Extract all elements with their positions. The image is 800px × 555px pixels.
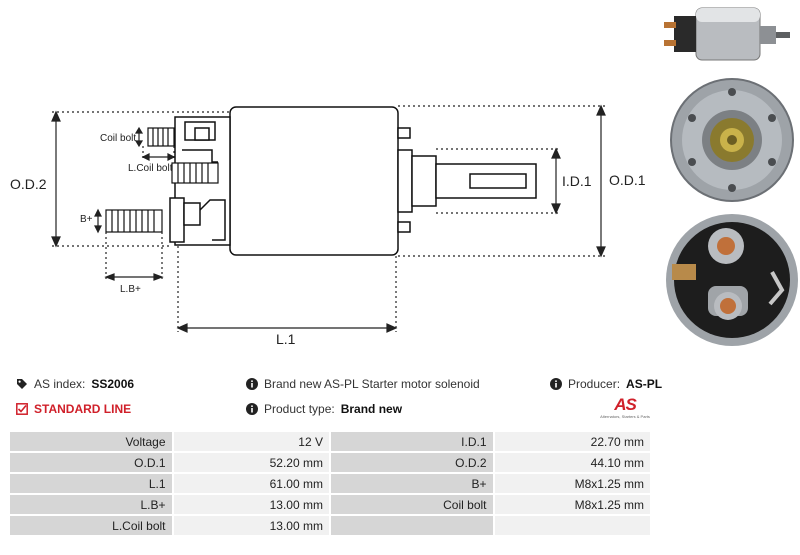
product-type-label: Product type: (264, 402, 335, 416)
tag-icon (17, 379, 27, 389)
spec-label: B+ (330, 474, 493, 493)
product-type-value: Brand new (340, 402, 403, 416)
description-line: Brand new AS-PL Starter motor solenoid (246, 377, 480, 391)
producer-label: Producer: (568, 377, 621, 391)
od1-label: O.D.1 (609, 172, 646, 188)
spec-value: 44.10 mm (494, 453, 650, 472)
producer-value: AS-PL (626, 377, 663, 391)
spec-value: M8x1.25 mm (494, 495, 650, 514)
spec-value: 13.00 mm (173, 495, 329, 514)
solenoid-dimension-drawing: O.D.2 O.D.1 I.D.1 L.1 L.B+ B+ Coil bolt … (10, 104, 646, 347)
spec-label: L.Coil bolt (10, 516, 172, 535)
as-index-label: AS index: (34, 377, 86, 391)
product-photo-terminals (660, 212, 800, 348)
info-icon (246, 378, 258, 390)
spec-value (494, 516, 650, 535)
spec-value: 13.00 mm (173, 516, 329, 535)
as-index-value: SS2006 (91, 377, 135, 391)
plunger (411, 155, 437, 207)
brand-logo: AS Alternators, Starters & Parts (590, 395, 660, 420)
spec-label: L.1 (10, 474, 172, 493)
description-text: Brand new AS-PL Starter motor solenoid (264, 377, 480, 391)
lb-label: L.B+ (120, 284, 141, 295)
spec-label: L.B+ (10, 495, 172, 514)
spec-value: M8x1.25 mm (494, 474, 650, 493)
l1-label: L.1 (276, 331, 296, 347)
bplus-bolt (105, 209, 163, 233)
solenoid-body (229, 106, 399, 256)
spec-value: 22.70 mm (494, 432, 650, 451)
spec-label: O.D.2 (330, 453, 493, 472)
specification-table: Voltage 12 V I.D.1 22.70 mm O.D.1 52.20 … (8, 430, 652, 537)
standard-line-badge: STANDARD LINE (16, 402, 131, 416)
product-type-line: Product type: Brand new (246, 402, 402, 416)
product-photo-front (660, 78, 800, 208)
spec-value: 61.00 mm (173, 474, 329, 493)
spec-value: 12 V (173, 432, 329, 451)
standard-line-text: STANDARD LINE (34, 402, 132, 416)
spec-label: I.D.1 (330, 432, 493, 451)
checkbox-icon (16, 403, 28, 415)
brand-tagline: Alternators, Starters & Parts (600, 414, 650, 419)
brand-logo-text: AS (614, 395, 637, 414)
spec-label (330, 516, 493, 535)
spec-value: 52.20 mm (173, 453, 329, 472)
product-photo-side (660, 0, 800, 74)
table-row: Voltage 12 V I.D.1 22.70 mm (10, 432, 650, 451)
od2-label: O.D.2 (10, 176, 47, 192)
info-icon (550, 378, 562, 390)
producer-line: Producer: AS-PL (550, 377, 662, 391)
as-index-line: AS index: SS2006 (16, 377, 134, 391)
bplus-label: B+ (80, 214, 93, 225)
table-row: L.B+ 13.00 mm Coil bolt M8x1.25 mm (10, 495, 650, 514)
spec-label: Voltage (10, 432, 172, 451)
coil-bolt-label: Coil bolt (100, 133, 136, 144)
table-row: O.D.1 52.20 mm O.D.2 44.10 mm (10, 453, 650, 472)
table-row: L.1 61.00 mm B+ M8x1.25 mm (10, 474, 650, 493)
lcoil-bolt-label: L.Coil bolt (128, 163, 173, 174)
id1-label: I.D.1 (562, 173, 592, 189)
spec-label: Coil bolt (330, 495, 493, 514)
table-row: L.Coil bolt 13.00 mm (10, 516, 650, 535)
spec-label: O.D.1 (10, 453, 172, 472)
coil-bolt (147, 127, 175, 147)
info-icon (246, 403, 258, 415)
